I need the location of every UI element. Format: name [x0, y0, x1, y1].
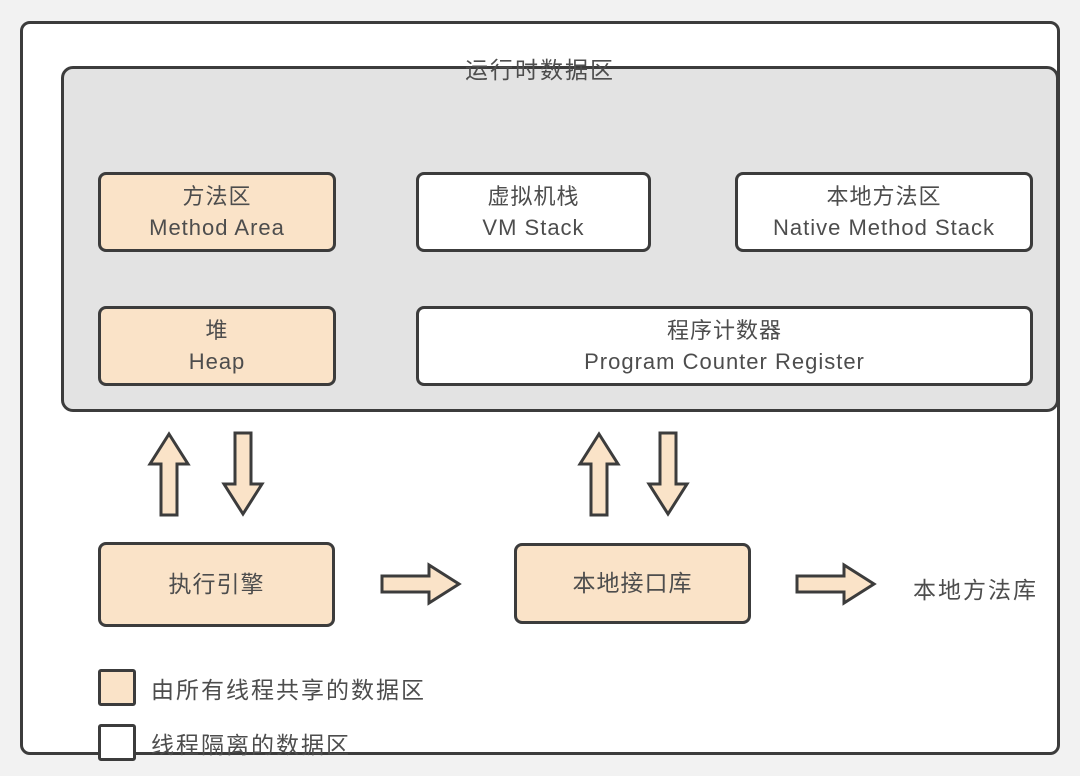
legend-swatch-isolated — [98, 724, 136, 761]
native-method-stack-label-en: Native Method Stack — [773, 215, 995, 240]
method-area-label-en: Method Area — [149, 215, 285, 240]
runtime-data-area-title: 运行时数据区 — [465, 57, 615, 83]
method-area-label-zh: 方法区 — [182, 184, 252, 209]
legend-label-isolated: 线程隔离的数据区 — [151, 731, 351, 758]
native-interface-label: 本地接口库 — [572, 570, 693, 596]
native-method-stack-label-zh: 本地方法区 — [826, 184, 942, 209]
up-arrow-icon — [576, 431, 622, 517]
up-arrow-icon — [146, 431, 192, 517]
down-arrow-icon — [220, 431, 266, 517]
legend-item-isolated: 线程隔离的数据区 — [98, 724, 351, 761]
native-interface-box: 本地接口库 — [514, 543, 751, 624]
heap-box: 堆 Heap — [98, 306, 336, 386]
program-counter-label-en: Program Counter Register — [584, 349, 865, 374]
native-method-stack-box: 本地方法区 Native Method Stack — [735, 172, 1033, 252]
right-arrow-icon — [795, 561, 877, 607]
legend-swatch-shared — [98, 669, 136, 706]
program-counter-label-zh: 程序计数器 — [666, 318, 782, 343]
execution-engine-label: 执行引擎 — [168, 571, 265, 597]
native-method-library-label: 本地方法库 — [913, 577, 1038, 603]
heap-label-zh: 堆 — [205, 318, 229, 343]
vm-stack-label-zh: 虚拟机栈 — [487, 184, 580, 209]
method-area-box: 方法区 Method Area — [98, 172, 336, 252]
legend-item-shared: 由所有线程共享的数据区 — [98, 669, 426, 706]
right-arrow-icon — [380, 561, 462, 607]
legend-label-shared: 由所有线程共享的数据区 — [151, 676, 426, 703]
diagram-frame: 运行时数据区 方法区 Method Area 虚拟机栈 VM Stack 本地方… — [20, 21, 1060, 761]
heap-label-en: Heap — [188, 349, 246, 374]
vm-stack-box: 虚拟机栈 VM Stack — [416, 172, 651, 252]
down-arrow-icon — [645, 431, 691, 517]
execution-engine-box: 执行引擎 — [98, 542, 335, 627]
vm-stack-label-en: VM Stack — [482, 215, 585, 240]
program-counter-box: 程序计数器 Program Counter Register — [416, 306, 1033, 386]
